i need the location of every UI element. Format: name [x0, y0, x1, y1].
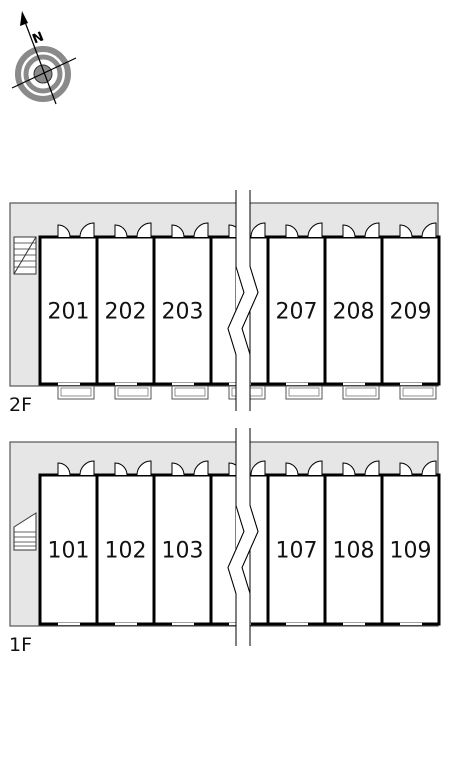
- door-icon: [57, 462, 71, 476]
- floor-1f: 101 102 103 107 108 109 1F: [9, 441, 441, 656]
- door-icon: [171, 462, 185, 476]
- room-number: 208: [333, 300, 375, 325]
- staircase-icon: [13, 236, 37, 275]
- break-line-2f: [227, 190, 259, 411]
- door-icon: [79, 222, 95, 238]
- door-icon: [307, 460, 323, 476]
- room-unit: [380, 235, 441, 386]
- room-unit: [152, 235, 213, 386]
- balcony-rail: [174, 387, 206, 397]
- room-unit: [95, 235, 156, 386]
- door-icon: [364, 460, 380, 476]
- break-zigzag: [241, 505, 259, 594]
- door-icon: [114, 224, 128, 238]
- room-number: 101: [48, 539, 90, 564]
- doors-1f: [57, 460, 437, 476]
- door-icon: [342, 462, 356, 476]
- room-number: 202: [105, 300, 147, 325]
- balconies-2f: [57, 385, 437, 400]
- door-icon: [171, 224, 185, 238]
- door-icon: [364, 222, 380, 238]
- floor-label-1f: 1F: [9, 634, 32, 656]
- door-icon: [193, 222, 209, 238]
- north-label: N: [30, 29, 46, 47]
- break-zigzag: [227, 266, 245, 355]
- room-number: 103: [162, 539, 204, 564]
- door-icon: [193, 460, 209, 476]
- room-number: 108: [333, 539, 375, 564]
- door-icon: [307, 222, 323, 238]
- door-icon: [250, 222, 266, 238]
- door-icon: [285, 224, 299, 238]
- room-number: 207: [276, 300, 318, 325]
- break-zigzag: [241, 266, 259, 355]
- door-icon: [114, 462, 128, 476]
- door-icon: [421, 222, 437, 238]
- break-fill: [228, 266, 258, 355]
- room-number: 107: [276, 539, 318, 564]
- balcony-rail: [117, 387, 149, 397]
- doors-2f: [57, 222, 437, 238]
- room-number: 209: [390, 300, 432, 325]
- door-icon: [57, 224, 71, 238]
- balcony-rail: [345, 387, 377, 397]
- door-icon: [136, 460, 152, 476]
- door-icon: [285, 462, 299, 476]
- staircase-icon: [13, 512, 37, 551]
- door-icon: [421, 460, 437, 476]
- room-unit: [323, 235, 384, 386]
- door-icon: [250, 460, 266, 476]
- door-icon: [342, 224, 356, 238]
- balcony-rail: [402, 387, 434, 397]
- north-arrow-icon: [20, 11, 28, 26]
- break-fill: [228, 505, 258, 594]
- door-icon: [79, 460, 95, 476]
- rooms-2f: 201 202 203 207 208 209: [38, 235, 441, 386]
- balcony-rail: [288, 387, 320, 397]
- room-number: 102: [105, 539, 147, 564]
- floor-label-2f: 2F: [9, 394, 32, 416]
- room-number: 201: [48, 300, 90, 325]
- break-line-1f: [227, 428, 259, 646]
- room-number: 109: [390, 539, 432, 564]
- door-icon: [136, 222, 152, 238]
- door-icon: [399, 462, 413, 476]
- break-zigzag: [227, 505, 245, 594]
- room-number: 203: [162, 300, 204, 325]
- compass-rose-icon: N: [11, 11, 77, 105]
- balcony-rail: [60, 387, 92, 397]
- door-icon: [399, 224, 413, 238]
- floor-2f: 201 202 203 207 208 209 2F: [9, 202, 441, 416]
